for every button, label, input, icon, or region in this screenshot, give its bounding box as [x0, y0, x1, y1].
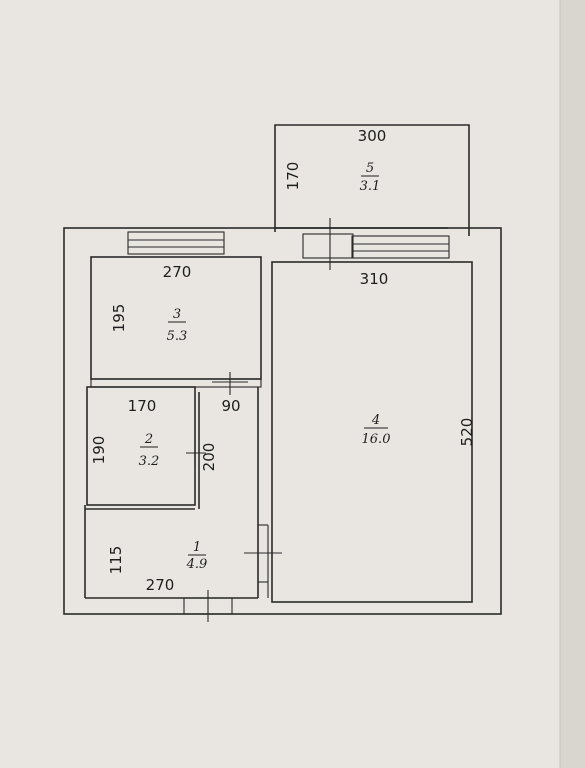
dim-passage-depth: 200: [200, 443, 218, 472]
room-number: 1: [193, 540, 201, 555]
window-room-4: [351, 235, 450, 259]
dim-room-3-depth: 195: [110, 304, 128, 333]
room-label-4: 4 16.0: [362, 413, 391, 447]
window-frame: [351, 235, 450, 259]
room-label-5: 3.1: [360, 175, 381, 194]
door-frame: [302, 233, 354, 259]
dimension-labels: 300 170 270 195 310 520 170 190 90 200 1…: [90, 127, 476, 594]
room-number-5: 5: [366, 161, 374, 176]
dim-passage-width: 90: [221, 397, 240, 415]
room-label-1: 1 4.9: [186, 540, 208, 572]
balcony: [274, 124, 470, 236]
paper-edge: [560, 0, 585, 768]
outer-walls: [63, 227, 502, 615]
dim-room-2-depth: 190: [90, 436, 108, 465]
room-area: 5.3: [167, 329, 188, 344]
dim-room-2-width: 170: [128, 397, 157, 415]
window-frame: [127, 231, 225, 255]
dim-room-3-width: 270: [163, 263, 192, 281]
balcony-outline: [274, 124, 470, 236]
dim-room-4-width: 310: [360, 270, 389, 288]
room-number: 2: [144, 432, 153, 447]
window-room-3: [127, 231, 225, 255]
room-label-3: 3 5.3: [167, 307, 188, 344]
room-label-2: 2 3.2: [139, 432, 160, 469]
dim-hall-width: 270: [146, 576, 175, 594]
room-area: 3.1: [360, 179, 381, 194]
dim-balcony-width: 300: [358, 127, 387, 145]
dim-hall-depth: 115: [107, 546, 125, 575]
room-area: 16.0: [362, 432, 391, 447]
room-4-outline: [271, 261, 473, 603]
room-area: 4.9: [186, 557, 208, 572]
dim-balcony-depth: 170: [284, 162, 302, 191]
room-area: 3.2: [139, 454, 160, 469]
dim-room-4-depth: 520: [458, 418, 476, 447]
room-number: 4: [371, 413, 380, 428]
interior-partitions: [84, 378, 269, 599]
room-number: 3: [173, 307, 181, 322]
door-marks: [183, 372, 282, 622]
room-number-5-text: 5: [366, 161, 374, 176]
